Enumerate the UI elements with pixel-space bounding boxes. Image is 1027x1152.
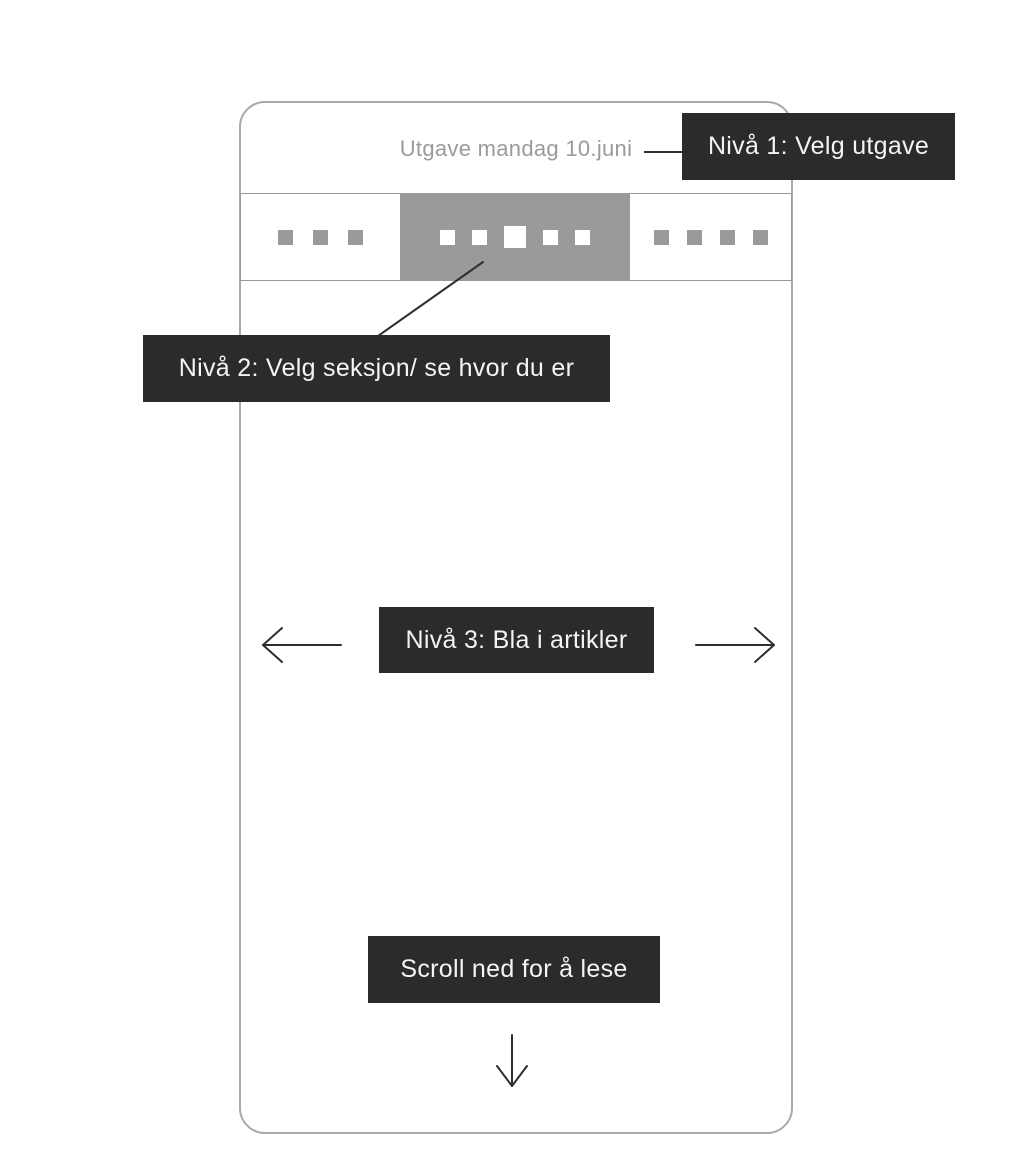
edition-header[interactable]: Utgave mandag 10.juni bbox=[399, 136, 633, 161]
page-dot bbox=[653, 229, 669, 245]
page-dot bbox=[472, 229, 487, 245]
section-segment-previous[interactable] bbox=[240, 193, 401, 281]
level1-connector-line bbox=[644, 151, 682, 153]
page-dot bbox=[440, 229, 455, 245]
current-page-dot bbox=[504, 226, 526, 248]
level2-annotation: Nivå 2: Velg seksjon/ se hvor du er bbox=[143, 335, 610, 402]
page-dot bbox=[278, 229, 293, 245]
scroll-down-arrow-icon bbox=[496, 1034, 528, 1087]
level2-connector-line bbox=[377, 261, 484, 337]
section-segment-current[interactable] bbox=[401, 193, 629, 281]
section-bar[interactable] bbox=[240, 193, 792, 281]
page-dot bbox=[752, 229, 768, 245]
level1-annotation: Nivå 1: Velg utgave bbox=[682, 113, 955, 180]
section-segment-next[interactable] bbox=[629, 193, 792, 281]
swipe-right-arrow-icon bbox=[695, 627, 775, 663]
page-dot bbox=[348, 229, 363, 245]
page-dot bbox=[313, 229, 328, 245]
level3-annotation: Nivå 3: Bla i artikler bbox=[379, 607, 654, 673]
swipe-left-arrow-icon bbox=[262, 627, 342, 663]
scroll-annotation: Scroll ned for å lese bbox=[368, 936, 660, 1003]
page-dot bbox=[543, 229, 558, 245]
page-dot bbox=[686, 229, 702, 245]
page-dot bbox=[575, 229, 590, 245]
page-dot bbox=[719, 229, 735, 245]
